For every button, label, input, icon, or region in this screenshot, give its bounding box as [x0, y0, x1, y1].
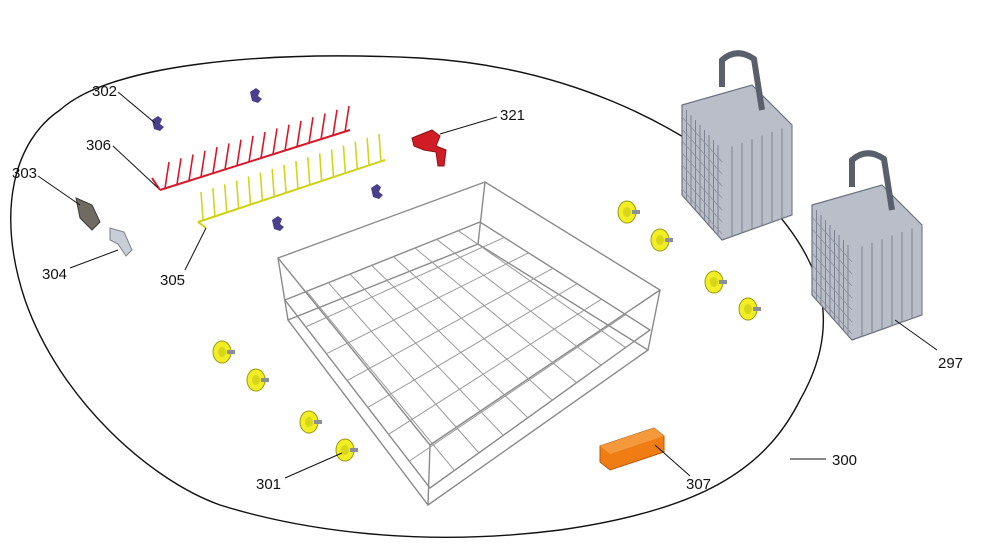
- tine: [223, 184, 228, 213]
- rack-wire: [327, 282, 480, 454]
- rack-wire: [346, 267, 554, 382]
- tine: [366, 137, 370, 166]
- tine: [200, 150, 206, 177]
- rack-wire: [458, 230, 626, 348]
- rack-wire: [436, 238, 602, 366]
- rack-wire: [305, 236, 505, 328]
- callout-305: 305: [160, 272, 185, 289]
- tine: [344, 105, 350, 133]
- tine: [284, 124, 290, 151]
- tine: [248, 135, 254, 162]
- cover-307: [599, 427, 665, 471]
- tine: [354, 141, 359, 170]
- callout-307: 307: [686, 476, 711, 493]
- wheel-icon: [617, 200, 640, 224]
- callout-303: 303: [12, 165, 37, 182]
- rack-wire: [371, 264, 529, 419]
- wheel-icon: [299, 410, 322, 434]
- tine: [212, 146, 218, 174]
- tine: [283, 164, 287, 193]
- tine: [224, 143, 230, 170]
- wheels-301: [212, 200, 761, 462]
- bracket-304: [109, 227, 133, 257]
- wheel-icon: [212, 340, 235, 364]
- tine: [318, 153, 323, 182]
- bracket-303: [75, 197, 101, 231]
- rack-wire: [392, 256, 553, 401]
- tine: [164, 161, 170, 189]
- leader-lines: [37, 91, 938, 479]
- rack-wire: [409, 314, 626, 462]
- cutlery-basket: [681, 50, 793, 241]
- wheel-icon: [246, 368, 269, 392]
- wheel-icon: [650, 228, 673, 252]
- wheel-icon: [704, 270, 727, 294]
- tine: [272, 128, 278, 155]
- callout-306: 306: [86, 137, 111, 154]
- callout-304: 304: [42, 266, 67, 283]
- red-tines: [164, 105, 350, 189]
- basket-icon: [681, 50, 923, 341]
- rack-wire: [349, 273, 504, 436]
- wheel-icon: [738, 297, 761, 321]
- tine: [342, 145, 347, 174]
- basket-handle: [849, 150, 895, 211]
- callout-297: 297: [938, 355, 963, 372]
- callout-321: 321: [500, 107, 525, 124]
- basket-handle: [719, 50, 765, 111]
- tine: [200, 191, 204, 221]
- tine-row-306: [151, 129, 351, 191]
- callout-302: 302: [92, 83, 117, 100]
- rack-wire: [388, 298, 602, 435]
- rack-wire: [326, 252, 529, 355]
- tine: [332, 109, 338, 136]
- rack-wire: [414, 247, 577, 384]
- tine: [236, 139, 242, 166]
- tine: [247, 176, 252, 205]
- tine: [271, 168, 275, 197]
- yellow-tines: [200, 133, 382, 221]
- rack-wire: [367, 283, 578, 408]
- tine: [296, 120, 302, 148]
- handle-icon: [411, 129, 447, 167]
- rack-inner-wires: [305, 230, 626, 471]
- rack-wire: [306, 291, 455, 471]
- tine: [176, 158, 182, 185]
- tine: [212, 188, 216, 217]
- tine: [235, 180, 240, 209]
- wheel-icon: [335, 438, 358, 462]
- tine: [307, 157, 311, 186]
- group-outline-300: [10, 55, 825, 538]
- cutlery-basket: [811, 150, 923, 341]
- tine: [259, 172, 264, 201]
- callout-300: 300: [832, 452, 857, 469]
- tine: [320, 113, 326, 140]
- tine-row-305: [197, 159, 386, 229]
- tine: [330, 149, 335, 178]
- tine: [308, 117, 314, 144]
- callout-301: 301: [256, 476, 281, 493]
- tine: [378, 133, 382, 163]
- tine: [188, 154, 194, 181]
- tine: [260, 132, 266, 159]
- tine: [295, 161, 299, 190]
- clip-icon: [152, 88, 383, 231]
